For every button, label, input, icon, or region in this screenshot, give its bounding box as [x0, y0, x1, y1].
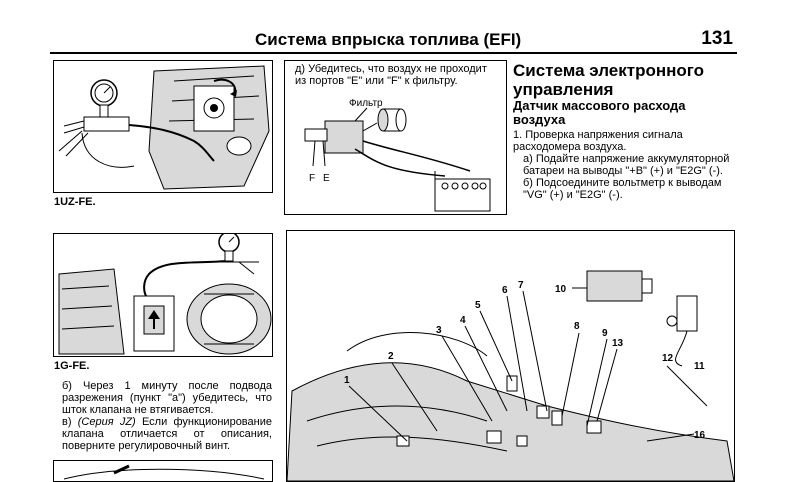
callout-11: 11 — [694, 361, 705, 372]
paragraph-v: в) (Серия JZ) Если функционирование клап… — [62, 416, 272, 452]
callout-3: 3 — [436, 325, 442, 336]
callout-8: 8 — [574, 321, 580, 332]
figure-partial-bottom — [53, 460, 273, 482]
page-number: 131 — [701, 28, 733, 49]
vacuum-pump-illustration-1uz — [58, 65, 270, 190]
figure-engine-components: 1 2 3 4 5 6 7 8 9 10 11 12 13 16 — [286, 230, 735, 482]
step-1: 1. Проверка напряжения сигнала расходоме… — [513, 129, 683, 153]
callout-9: 9 — [602, 328, 608, 339]
label-port-e: E — [323, 173, 330, 184]
figure-1g-fe — [53, 233, 273, 357]
callout-16: 16 — [694, 430, 706, 441]
step-d-text: д) Убедитесь, что воздух не проходит из … — [295, 63, 487, 87]
vsv-diagram: Фильтр F E — [304, 98, 491, 212]
step-a: а) Подайте напряжение аккумуляторной бат… — [523, 153, 730, 177]
figure-1uz-fe — [53, 60, 273, 193]
figure-1uz-caption: 1UZ-FE. — [54, 196, 96, 208]
callout-12: 12 — [662, 353, 674, 364]
figure-vsv-check: д) Убедитесь, что воздух не проходит из … — [284, 60, 507, 215]
section-heading: Система электронного управления — [513, 61, 705, 99]
vacuum-pump-illustration-1g — [58, 234, 272, 355]
callout-1: 1 — [344, 375, 350, 386]
label-filter: Фильтр — [349, 98, 383, 109]
callout-10: 10 — [555, 284, 567, 295]
step-b: б) Подсоедините вольтметр к выводам "VG"… — [523, 177, 722, 201]
callout-13: 13 — [612, 338, 624, 349]
callout-2: 2 — [388, 351, 394, 362]
callout-4: 4 — [460, 315, 466, 326]
figure-1g-caption: 1G-FE. — [54, 360, 90, 372]
callout-6: 6 — [502, 285, 508, 296]
series-jz-note: (Серия JZ) — [77, 416, 136, 428]
engine-components-illustration: 1 2 3 4 5 6 7 8 9 10 11 12 13 16 — [287, 270, 734, 481]
label-port-f: F — [309, 173, 315, 184]
subsection-heading: Датчик массового расхода воздуха — [513, 98, 686, 127]
right-steps: 1. Проверка напряжения сигнала расходоме… — [513, 129, 735, 201]
left-text-block: б) Через 1 минуту после подвода разрежен… — [62, 380, 272, 452]
paragraph-b: б) Через 1 минуту после подвода разрежен… — [62, 380, 272, 416]
page-header: Система впрыска топлива (EFI) 131 — [50, 24, 737, 54]
callout-5: 5 — [475, 300, 481, 311]
page-title: Система впрыска топлива (EFI) — [255, 30, 522, 49]
callout-7: 7 — [518, 280, 524, 291]
